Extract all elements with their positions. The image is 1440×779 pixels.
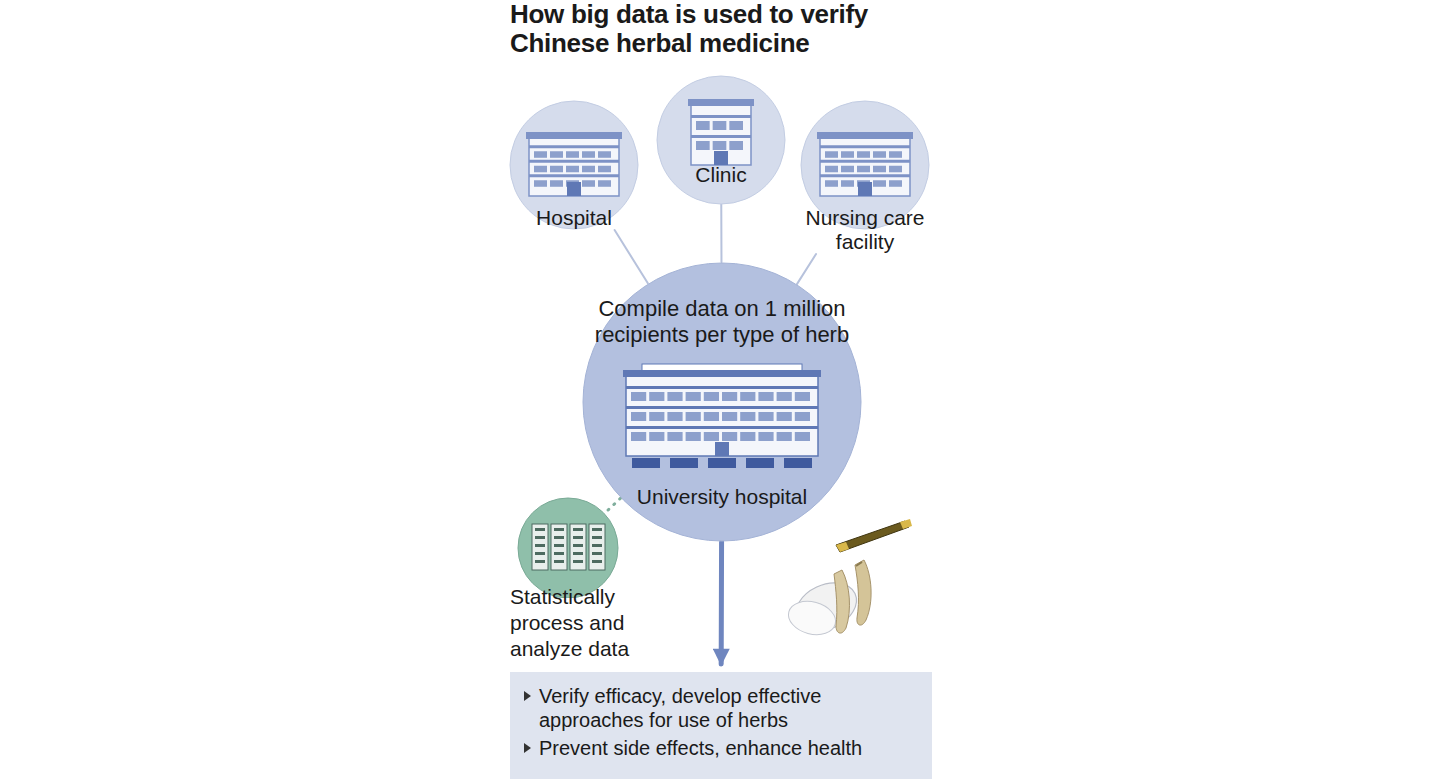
bullet-item: Verify efficacy, develop effective appro… — [522, 684, 918, 732]
university-hospital-circle: Compile data on 1 million recipients per… — [582, 262, 862, 542]
result-text: Verify efficacy, develop effective appro… — [539, 684, 918, 732]
title: How big data is used to verify Chinese h… — [510, 0, 880, 58]
compile-note: Compile data on 1 million recipients per… — [562, 296, 882, 348]
result-text: Prevent side effects, enhance health — [539, 736, 862, 760]
university-building — [623, 364, 821, 468]
node-title: University hospital — [602, 484, 842, 510]
statistics-label: Statistically process and analyze data — [510, 584, 670, 662]
facility-label: Hospital — [508, 206, 640, 230]
nursing-node: Nursing care facility — [797, 100, 933, 254]
statistics-node: Statistically process and analyze data — [510, 494, 680, 662]
bullet-item: Prevent side effects, enhance health — [522, 736, 918, 760]
bullet-marker — [524, 743, 531, 753]
bullet-marker — [524, 691, 531, 701]
result-box: Verify efficacy, develop effective appro… — [510, 672, 932, 779]
facility-label: Nursing care facility — [797, 206, 933, 254]
clinic-node: Clinic — [655, 75, 787, 187]
server-icon — [510, 494, 630, 598]
facility-label: Clinic — [655, 163, 787, 187]
connector-line — [615, 230, 648, 283]
connector-line — [604, 498, 620, 513]
connector-line — [797, 254, 816, 284]
flow-arrow — [719, 542, 724, 664]
hospital-node: Hospital — [508, 100, 640, 230]
